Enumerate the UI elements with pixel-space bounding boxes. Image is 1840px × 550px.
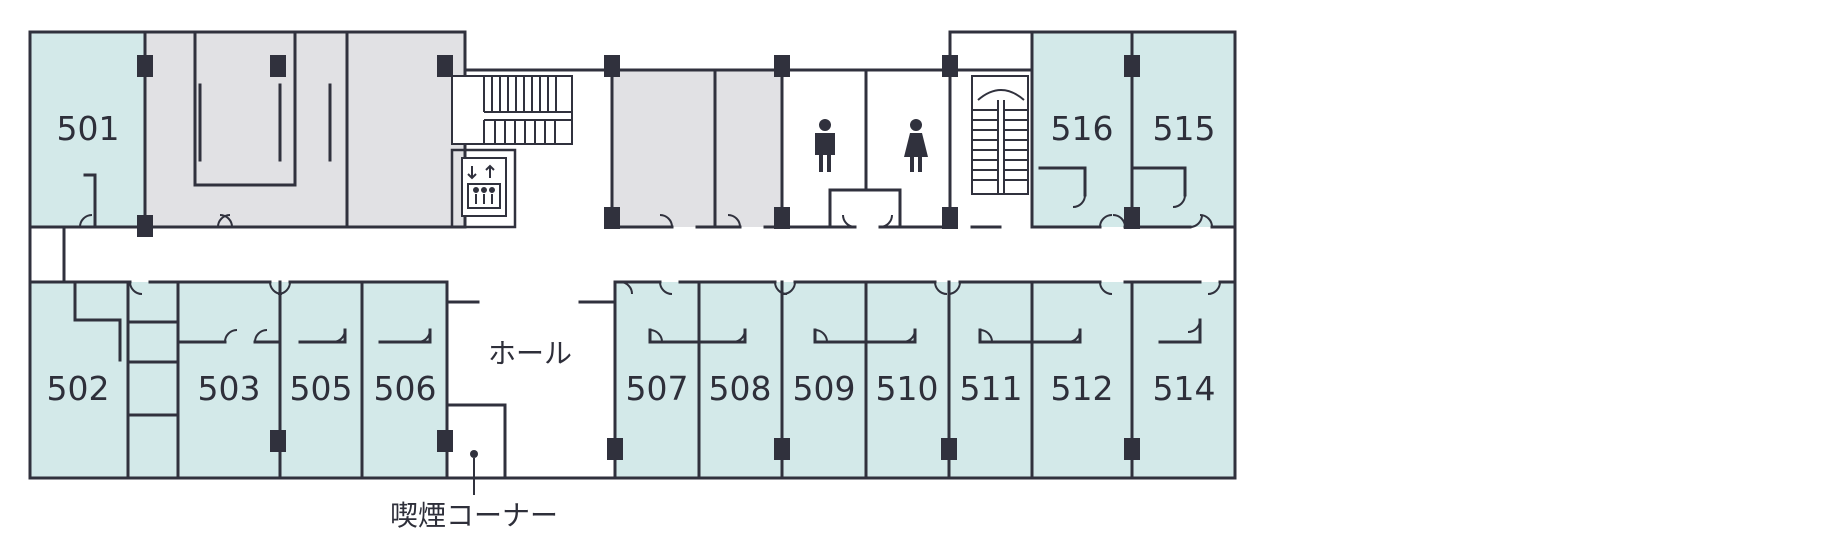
room-506-area[interactable] [362,282,447,478]
storage-area [612,70,782,227]
room-label-501: 501 [57,109,120,148]
room-label-512: 512 [1051,369,1114,408]
room-514-area[interactable] [1132,282,1235,478]
stairs-icon [971,75,1029,195]
room-501-area[interactable] [30,32,145,227]
room-label-508: 508 [709,369,772,408]
female-restroom-icon [904,119,928,172]
room-509-area[interactable] [782,282,866,478]
elevator-icon [461,157,507,217]
room-505-area[interactable] [280,282,362,478]
room-label-507: 507 [626,369,689,408]
room-label-510: 510 [876,369,939,408]
room-label-503: 503 [198,369,261,408]
room-511-area[interactable] [949,282,1032,478]
hall-label: ホール [488,337,572,370]
room-label-505: 505 [290,369,353,408]
room-508-area[interactable] [699,282,782,478]
room-label-502: 502 [47,369,110,408]
smoking-corner-label: 喫煙コーナー [390,499,558,532]
male-restroom-icon [815,119,835,172]
room-labels: 501 502 503 505 506 507 508 509 510 511 … [47,109,1216,408]
room-507-area[interactable] [615,282,699,478]
room-510-area[interactable] [866,282,949,478]
room-label-516: 516 [1051,109,1114,148]
walls [28,30,1237,480]
room-512-area[interactable] [1032,282,1132,478]
back-office-area [145,32,465,227]
room-label-511: 511 [960,369,1023,408]
room-label-506: 506 [374,369,437,408]
room-label-509: 509 [793,369,856,408]
room-516-area[interactable] [1032,32,1132,227]
room-label-515: 515 [1153,109,1216,148]
room-label-514: 514 [1153,369,1216,408]
doors [79,194,1221,343]
columns [137,55,1140,460]
stairs-icon [451,75,573,145]
room-fills [30,32,1235,478]
room-503-area[interactable] [178,282,280,478]
room-502-area[interactable] [30,282,178,478]
smoking-corner-marker [470,450,478,495]
